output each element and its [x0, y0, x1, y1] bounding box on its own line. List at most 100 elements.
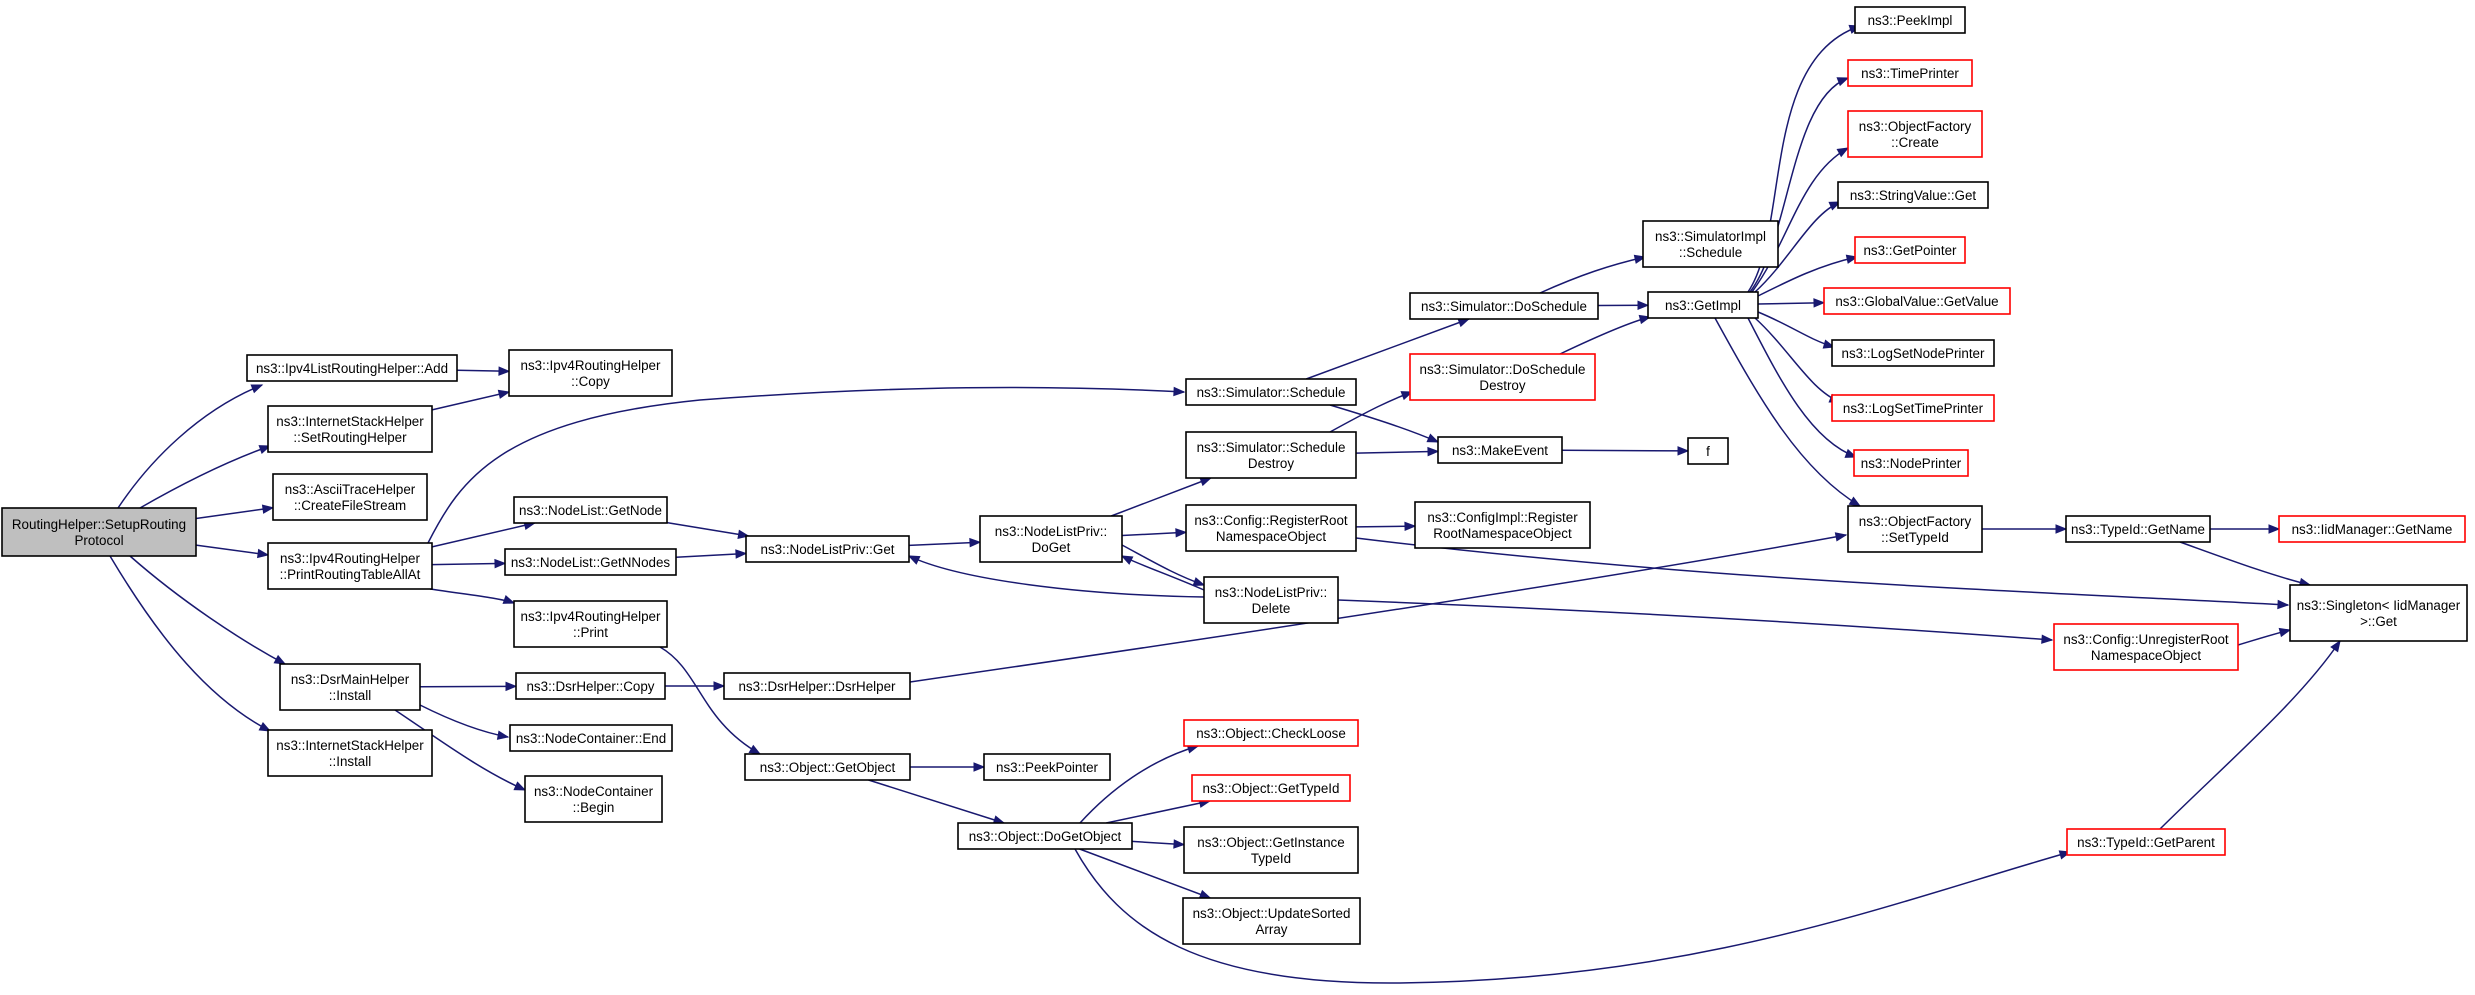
call-edge	[1982, 524, 2068, 534]
edge-line	[427, 386, 1185, 544]
node-label: ::CreateFileStream	[294, 498, 406, 513]
node-typeid-getparent[interactable]: ns3::TypeId::GetParent	[2066, 828, 2226, 856]
node-box	[1831, 394, 1995, 422]
node-sim-schedule[interactable]: ns3::Simulator::Schedule	[1185, 378, 1357, 406]
node-label: RoutingHelper::SetupRouting	[12, 517, 186, 532]
node-logsetnodeprinter[interactable]: ns3::LogSetNodePrinter	[1831, 339, 1995, 367]
node-label: ns3::TimePrinter	[1861, 66, 1959, 81]
call-edge	[868, 779, 1006, 825]
node-sim-doschedule[interactable]: ns3::Simulator::DoSchedule	[1409, 292, 1599, 320]
node-label: ns3::NodeListPriv::Get	[761, 542, 895, 557]
node-box	[1647, 291, 1759, 319]
edge-line	[195, 544, 269, 556]
node-ipv4rh-print[interactable]: ns3::Ipv4RoutingHelper::Print	[513, 600, 668, 648]
node-peekimpl[interactable]: ns3::PeekImpl	[1854, 6, 1966, 34]
node-dsrmain-install[interactable]: ns3::DsrMainHelper::Install	[279, 663, 421, 711]
node-nodelist-getnnodes[interactable]: ns3::NodeList::GetNNodes	[504, 548, 677, 576]
node-label: ns3::PeekImpl	[1868, 13, 1953, 28]
node-obj-gettypeid[interactable]: ns3::Object::GetTypeId	[1191, 774, 1351, 802]
node-logsettimeprinter[interactable]: ns3::LogSetTimePrinter	[1831, 394, 1995, 422]
node-ish-install[interactable]: ns3::InternetStackHelper::Install	[267, 729, 433, 777]
node-nlp-delete[interactable]: ns3::NodeListPriv::Delete	[1203, 576, 1339, 624]
arrowhead-icon	[1836, 147, 1850, 158]
node-box	[745, 535, 910, 563]
arrowhead-icon	[1404, 521, 1417, 532]
node-label: ns3::MakeEvent	[1452, 443, 1548, 458]
node-nodelist-getnode[interactable]: ns3::NodeList::GetNode	[513, 496, 668, 524]
node-label: ns3::Simulator::Schedule	[1197, 385, 1346, 400]
node-label: ::SetTypeId	[1881, 530, 1949, 545]
node-nodeprinter[interactable]: ns3::NodePrinter	[1853, 449, 1969, 477]
node-ipv4rh-prt[interactable]: ns3::Ipv4RoutingHelper::PrintRoutingTabl…	[267, 542, 433, 590]
node-stringvalue-get[interactable]: ns3::StringValue::Get	[1837, 181, 1989, 209]
call-edge	[1714, 317, 1862, 507]
call-edge	[1355, 521, 1417, 532]
arrowhead-icon	[735, 549, 748, 559]
node-label: ns3::Config::RegisterRoot	[1194, 513, 1348, 528]
node-obj-checkloose[interactable]: ns3::Object::CheckLoose	[1183, 719, 1359, 747]
node-box	[246, 354, 458, 382]
call-edge	[1757, 254, 1859, 297]
node-nc-begin[interactable]: ns3::NodeContainer::Begin	[524, 775, 663, 823]
node-label: ns3::DsrHelper::DsrHelper	[738, 679, 896, 694]
node-label: ns3::Object::DoGetObject	[969, 829, 1122, 844]
node-box	[509, 724, 673, 752]
node-ipv4list-add[interactable]: ns3::Ipv4ListRoutingHelper::Add	[246, 354, 458, 382]
node-getpointer[interactable]: ns3::GetPointer	[1854, 236, 1966, 264]
node-iidmanager-getname[interactable]: ns3::IidManager::GetName	[2278, 515, 2466, 543]
call-edge	[427, 386, 1186, 544]
node-typeid-getname[interactable]: ns3::TypeId::GetName	[2065, 515, 2211, 543]
node-label: ns3::Object::GetInstance	[1197, 835, 1344, 850]
node-simimpl-schedule[interactable]: ns3::SimulatorImpl::Schedule	[1642, 220, 1779, 268]
arrowhead-icon	[1173, 386, 1186, 397]
node-ipv4rh-copy[interactable]: ns3::Ipv4RoutingHelper::Copy	[508, 349, 673, 397]
node-label: ns3::Config::UnregisterRoot	[2063, 632, 2229, 647]
node-box	[1409, 292, 1599, 320]
node-box	[504, 548, 677, 576]
node-peekpointer[interactable]: ns3::PeekPointer	[983, 753, 1111, 781]
node-box	[1847, 59, 1973, 87]
edge-line	[1714, 317, 1861, 507]
node-box	[515, 672, 666, 700]
node-globalvalue-getvalue[interactable]: ns3::GlobalValue::GetValue	[1823, 287, 2011, 315]
node-label: ns3::ObjectFactory	[1859, 514, 1972, 529]
node-label: f	[1706, 444, 1710, 459]
node-label: ns3::NodeListPriv::	[1215, 585, 1327, 600]
node-nlp-get[interactable]: ns3::NodeListPriv::Get	[745, 535, 910, 563]
node-cfgimpl-regroot[interactable]: ns3::ConfigImpl::RegisterRootNamespaceOb…	[1414, 501, 1591, 549]
node-f[interactable]: f	[1687, 437, 1729, 465]
node-label: Array	[1256, 922, 1288, 937]
node-makeevent[interactable]: ns3::MakeEvent	[1437, 436, 1563, 464]
node-getimpl[interactable]: ns3::GetImpl	[1647, 291, 1759, 319]
node-obj-dogetobject[interactable]: ns3::Object::DoGetObject	[957, 822, 1133, 850]
node-box	[979, 515, 1123, 563]
node-singleton-get[interactable]: ns3::Singleton< IidManager>::Get	[2289, 584, 2468, 642]
node-ascii-cfs[interactable]: ns3::AsciiTraceHelper::CreateFileStream	[272, 473, 428, 521]
edge-line	[1757, 311, 1835, 348]
edge-line	[2179, 541, 2311, 586]
node-label: ::Begin	[573, 800, 615, 815]
node-objfactory-create[interactable]: ns3::ObjectFactory::Create	[1847, 110, 1983, 158]
node-box	[2289, 584, 2468, 642]
node-timeprinter[interactable]: ns3::TimePrinter	[1847, 59, 1973, 87]
node-label: ::Install	[329, 754, 371, 769]
arrowhead-icon	[713, 681, 726, 691]
edge-line	[1121, 555, 1205, 591]
node-dsrhelper-copy[interactable]: ns3::DsrHelper::Copy	[515, 672, 666, 700]
node-cfg-unregroot[interactable]: ns3::Config::UnregisterRootNamespaceObje…	[2053, 623, 2239, 671]
node-dsrhelper-ctor[interactable]: ns3::DsrHelper::DsrHelper	[723, 672, 911, 700]
node-obj-getobject[interactable]: ns3::Object::GetObject	[744, 753, 911, 781]
node-label: ns3::TypeId::GetName	[2071, 522, 2205, 537]
node-objfactory-settypeid[interactable]: ns3::ObjectFactory::SetTypeId	[1847, 505, 1983, 553]
node-nlp-doget[interactable]: ns3::NodeListPriv::DoGet	[979, 515, 1123, 563]
node-ish-setrouting[interactable]: ns3::InternetStackHelper::SetRoutingHelp…	[267, 405, 433, 453]
node-nc-end[interactable]: ns3::NodeContainer::End	[509, 724, 673, 752]
call-edge	[109, 555, 272, 732]
call-edge	[117, 384, 264, 509]
